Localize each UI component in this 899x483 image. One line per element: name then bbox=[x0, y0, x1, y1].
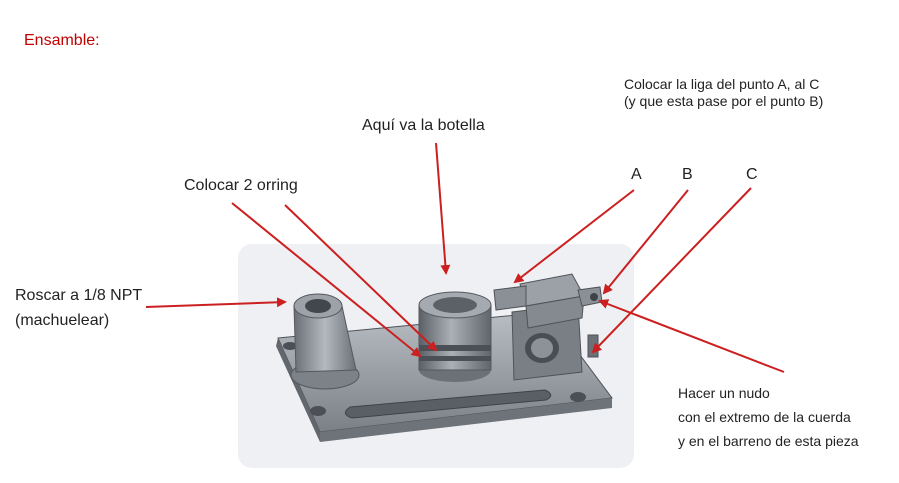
arrow-point-b bbox=[602, 189, 689, 295]
instruction-line-2: (y que esta pase por el punto B) bbox=[624, 93, 824, 109]
point-a-label: A bbox=[631, 166, 642, 183]
orring-label: Colocar 2 orring bbox=[184, 177, 298, 194]
arrow-knot bbox=[598, 299, 785, 373]
point-b-label: B bbox=[682, 166, 693, 183]
bottle-holder bbox=[418, 291, 492, 382]
page-title: Ensamble: bbox=[24, 32, 100, 49]
arrow-thread bbox=[145, 297, 287, 308]
instruction-line-1: Colocar la liga del punto A, al C bbox=[624, 76, 820, 92]
arrow-orring-1 bbox=[231, 202, 422, 358]
thread-label-line-1: Roscar a 1/8 NPT bbox=[15, 287, 143, 304]
threaded-nozzle bbox=[290, 293, 360, 390]
knot-label-line-2: con el extremo de la cuerda bbox=[678, 409, 851, 425]
arrow-point-a bbox=[513, 189, 635, 284]
clamp-block bbox=[493, 273, 603, 381]
knot-label-line-3: y en el barreno de esta pieza bbox=[678, 433, 859, 449]
arrow-bottle bbox=[435, 142, 451, 275]
arrow-point-c bbox=[591, 187, 752, 354]
thread-label-line-2: (machuelear) bbox=[15, 312, 110, 329]
arrow-orring-2 bbox=[284, 204, 438, 352]
knot-label-line-1: Hacer un nudo bbox=[678, 385, 770, 401]
point-c-label: C bbox=[746, 166, 758, 183]
bottle-label: Aquí va la botella bbox=[362, 117, 485, 134]
annotation-arrows bbox=[145, 142, 785, 373]
